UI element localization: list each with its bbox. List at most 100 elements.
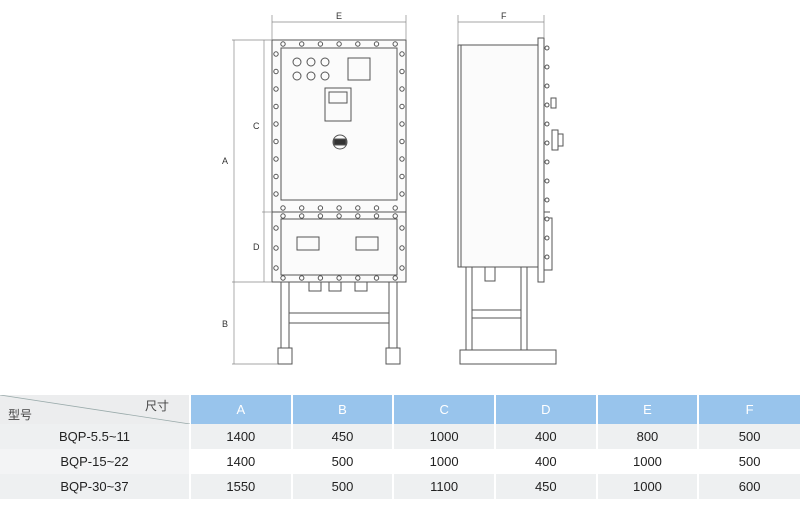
bolt-icon [273,68,279,75]
bolt-icon [544,83,550,89]
bolt-icon [544,178,550,184]
diagonal-divider [0,395,190,424]
upper-window [347,57,371,81]
dimension-label-d: D [253,242,260,252]
bolt-icon [280,205,286,211]
bolt-icon [299,275,305,281]
lower-window-right [355,236,379,251]
bolt-icon [373,213,380,219]
bolt-icon [392,275,398,281]
bolt-icon [399,173,405,180]
dimension-label-a: A [222,156,228,166]
lower-window-left [296,236,320,251]
value-cell: 1550 [189,474,292,499]
spec-table: 尺寸 型号 A B C D E F BQP-5.5~11 1400 450 10… [0,395,800,499]
bolt-icon [399,121,405,127]
rotary-handle [332,134,348,150]
value-cell: 1000 [595,474,699,499]
table-row: BQP-30~37 1550 500 1100 450 1000 600 [0,474,800,499]
bolt-icon [273,225,279,231]
side-dimensions [457,15,545,45]
push-button-icon [306,71,316,81]
bolt-icon [373,205,380,211]
column-header-e: E [595,395,699,424]
bolt-icon [399,225,405,231]
dimension-label-b: B [222,319,228,329]
value-cell: 1000 [595,449,699,474]
bolt-icon [544,140,550,146]
bolt-icon [336,41,342,47]
value-cell: 1400 [189,424,292,449]
value-cell: 400 [493,424,597,449]
size-label: 尺寸 [144,399,169,413]
indicator-light-icon [306,57,316,67]
front-dimensions [232,15,407,365]
bolt-icon [544,64,550,70]
bolt-icon [392,213,398,219]
bolt-icon [544,45,550,51]
model-cell: BQP-5.5~11 [0,424,190,449]
bolt-icon [273,265,279,271]
bolt-icon [299,41,305,47]
bolt-icon [273,86,279,92]
value-cell: 400 [493,449,597,474]
model-cell: BQP-30~37 [0,474,190,499]
bolt-icon [392,41,398,47]
value-cell: 500 [697,449,800,474]
bolt-icon [299,213,305,219]
bolt-icon [299,205,305,211]
value-cell: 1000 [392,449,495,474]
value-cell: 600 [697,474,800,499]
value-cell: 500 [697,424,800,449]
bolt-icon [544,197,550,203]
table-header-row: 尺寸 型号 A B C D E F [0,395,800,424]
bolt-icon [399,103,405,110]
column-header-d: D [493,395,597,424]
value-cell: 450 [493,474,597,499]
indicator-light-icon [320,57,330,67]
lower-enclosure [271,211,407,283]
bolt-icon [355,205,361,211]
push-button-icon [292,71,302,81]
bolt-icon [544,102,550,108]
value-cell: 450 [290,424,394,449]
value-cell: 500 [290,449,394,474]
bolt-icon [373,41,380,47]
bolt-icon [392,205,398,211]
table-row: BQP-15~22 1400 500 1000 400 1000 500 [0,449,800,474]
bolt-icon [336,275,342,281]
model-label: 型号 [8,408,33,422]
bolt-icon [399,86,405,92]
bolt-icon [399,191,405,197]
column-header-c: C [392,395,495,424]
bolt-icon [273,51,279,57]
dimension-label-e: E [336,11,342,21]
bolt-icon [317,275,324,281]
bolt-icon [317,213,324,219]
side-view [457,37,564,365]
technical-drawing: E A B C D F [222,11,564,365]
bolt-icon [355,41,361,47]
value-cell: 1400 [189,449,292,474]
upper-enclosure [271,39,407,213]
column-header-f: F [697,395,800,424]
bolt-icon [544,254,550,260]
bolt-icon [355,213,361,219]
bolt-icon [280,41,286,47]
side-flange [537,37,545,283]
bolt-icon [317,205,324,211]
bolt-icon [399,138,405,145]
bolt-icon [336,205,342,211]
bolt-icon [399,68,405,75]
side-enclosure [457,44,539,268]
bolt-icon [399,245,405,251]
dimension-label-f: F [501,11,507,21]
bolt-icon [273,191,279,197]
bolt-icon [280,275,286,281]
bolt-icon [280,213,286,219]
stand-foot-left [277,347,293,365]
bolt-icon [273,103,279,110]
bolt-icon [273,138,279,145]
table-row: BQP-5.5~11 1400 450 1000 400 800 500 [0,424,800,449]
push-button-icon [320,71,330,81]
